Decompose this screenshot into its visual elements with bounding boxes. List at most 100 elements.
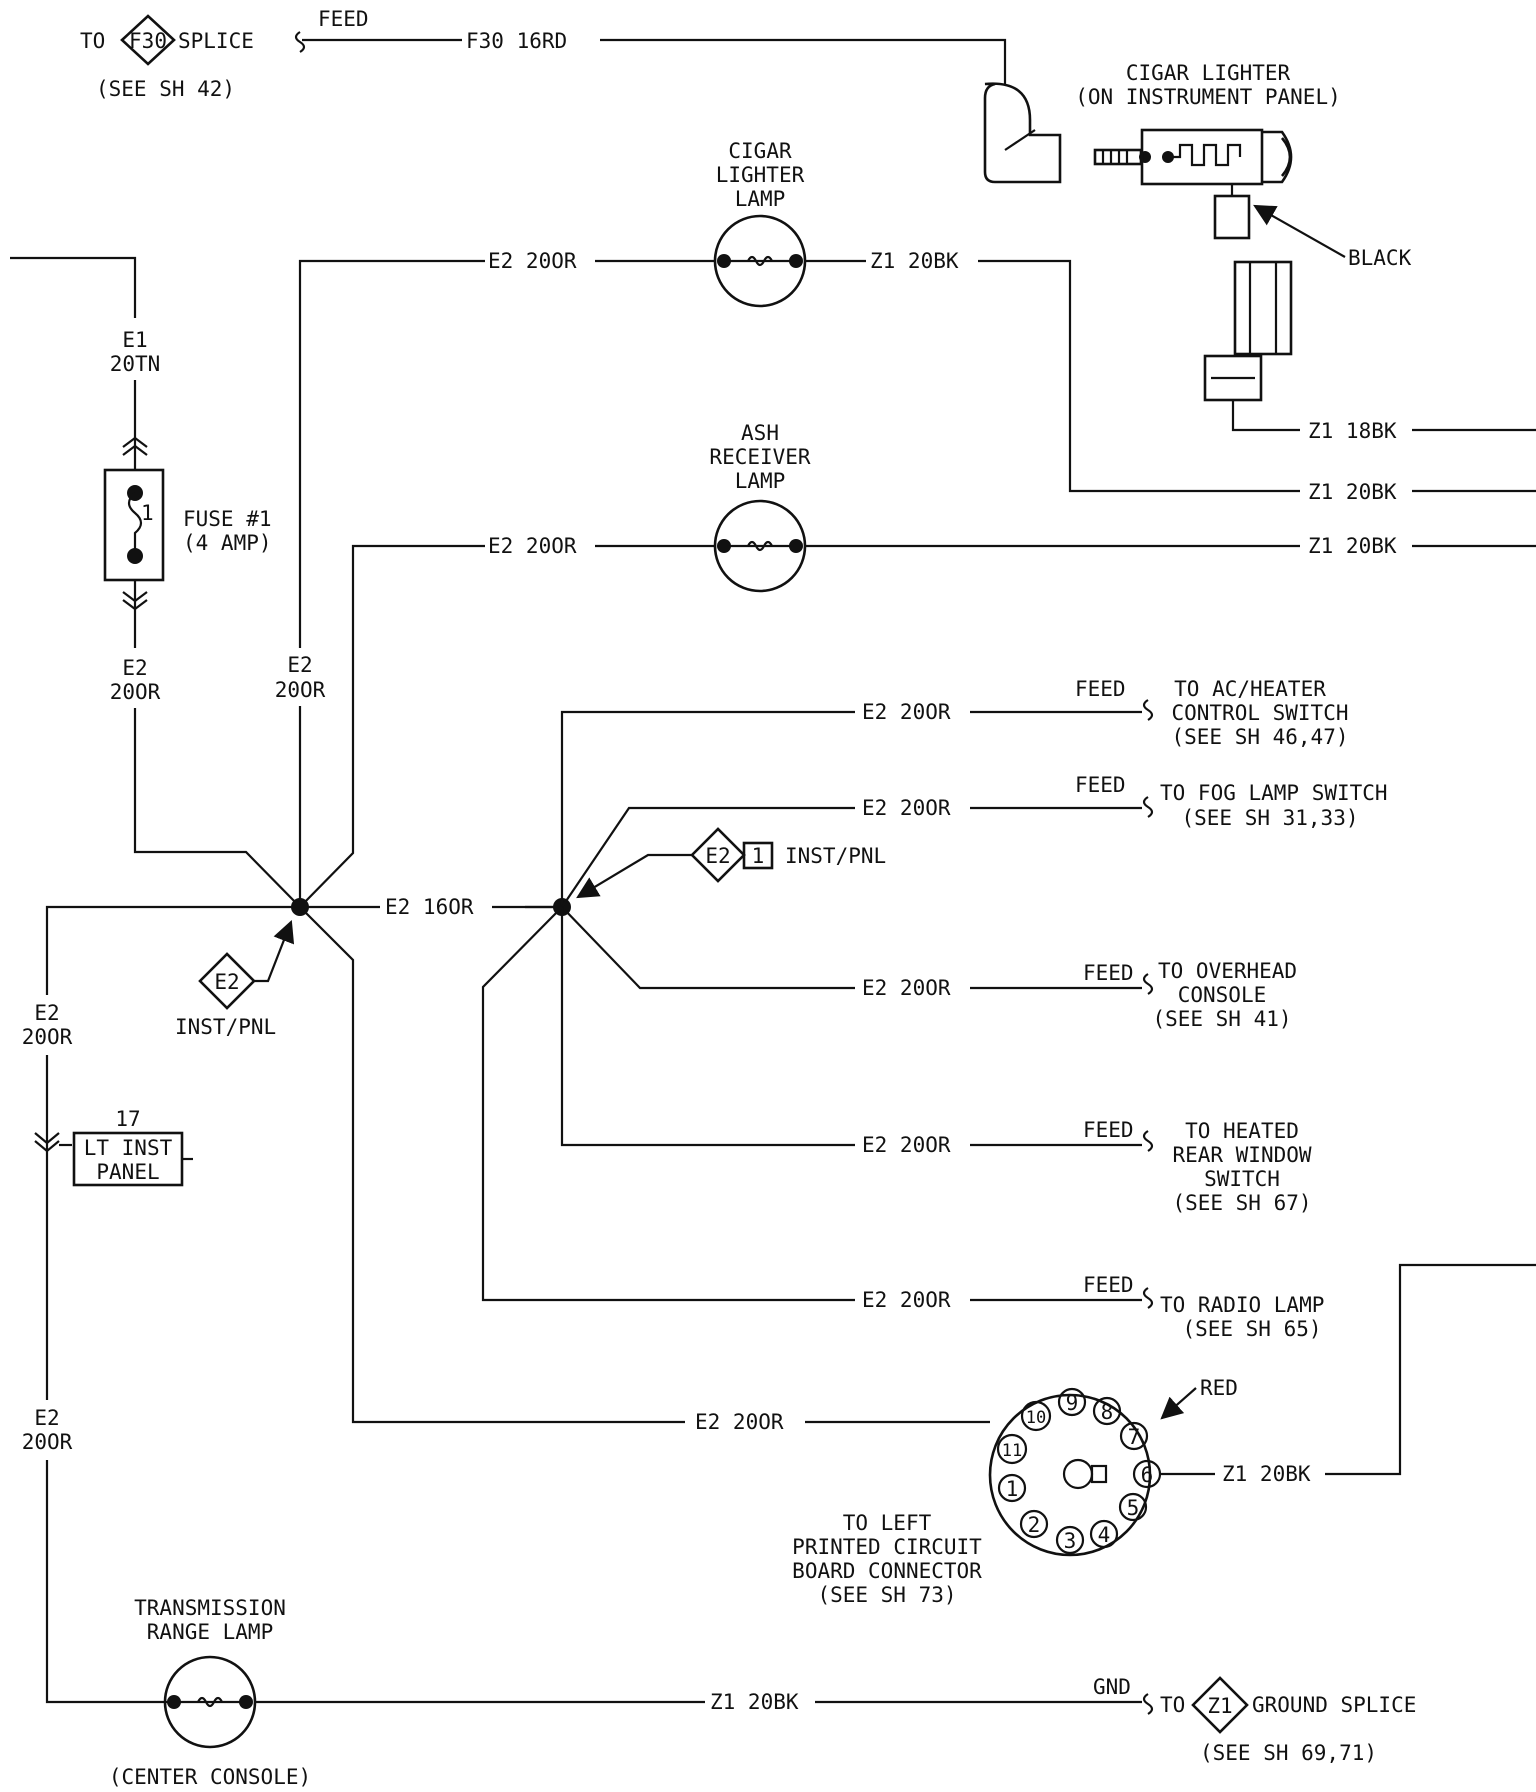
pcb-pin-11: 11 [1002, 1441, 1022, 1461]
trans-lamp-label-2: RANGE LAMP [147, 1620, 273, 1644]
pcb-label-3: BOARD CONNECTOR [792, 1559, 982, 1583]
branch-1-wire: E2 20OR [862, 700, 951, 724]
branch-3-wire: E2 20OR [862, 976, 951, 1000]
branch-5-dest-2: (SEE SH 65) [1182, 1317, 1321, 1341]
lighter-housing [1140, 128, 1264, 186]
trans-lamp-label-1: TRANSMISSION [134, 1596, 286, 1620]
pcb-label-1: TO LEFT [843, 1511, 932, 1535]
branch-2-dest-2: (SEE SH 31,33) [1181, 806, 1358, 830]
lighter-knob [1262, 130, 1293, 184]
pcb-pin-8: 8 [1101, 1400, 1114, 1424]
ash-lamp-label-2: RECEIVER [709, 445, 811, 469]
f30-splice-reference: TO F30 SPLICE (SEE SH 42) FEED F30 16RD [80, 7, 1007, 101]
lighter-terminal [1213, 194, 1251, 240]
pcb-wire-out: Z1 20BK [1222, 1462, 1311, 1486]
z1-ground-splice-symbol [1191, 1676, 1249, 1734]
wire-f30-16rd: F30 16RD [466, 29, 567, 53]
trans-lamp-wire-out: Z1 20BK [710, 1690, 799, 1714]
cigar-lamp-label-1: CIGAR [728, 139, 792, 163]
pcb-label-4: (SEE SH 73) [817, 1583, 956, 1607]
cigar-lighter-subtitle: (ON INSTRUMENT PANEL) [1075, 85, 1341, 109]
ground-splice-label: GROUND SPLICE [1252, 1693, 1416, 1717]
ash-lamp-label-1: ASH [741, 421, 779, 445]
wire-e1: E1 [122, 328, 147, 352]
connector-17-number: 17 [115, 1107, 140, 1131]
right-splice-pin: 1 [752, 844, 765, 868]
branch-4-feed: FEED [1083, 1118, 1134, 1142]
branch-3-feed: FEED [1083, 961, 1134, 985]
f30-splice-symbol [120, 14, 176, 66]
branch-2-wire: E2 20OR [862, 796, 951, 820]
lighter-plug-body [983, 82, 1062, 184]
ground-splice-reference: GND TO Z1 GROUND SPLICE (SEE SH 69,71) [1093, 1675, 1416, 1765]
pcb-pin-1: 1 [1006, 1477, 1019, 1501]
cigar-lamp-wire-out: Z1 20BK [870, 249, 959, 273]
ground-splice-ref: (SEE SH 69,71) [1200, 1741, 1377, 1765]
branch-3-dest-1: TO OVERHEAD [1158, 959, 1297, 983]
wire-20tn: 20TN [110, 352, 161, 376]
pcb-pin-7: 7 [1128, 1425, 1141, 1449]
left-splice-node [291, 898, 309, 916]
branch-2-dest-1: TO FOG LAMP SWITCH [1160, 781, 1388, 805]
fuse-rating: (4 AMP) [183, 531, 272, 555]
pcb-pin-5: 5 [1127, 1496, 1140, 1520]
branch-1-dest-3: (SEE SH 46,47) [1171, 725, 1348, 749]
pcb-pin-3: 3 [1064, 1529, 1077, 1553]
wire-z1-18bk: Z1 18BK [1308, 419, 1397, 443]
bottom-left-wire-1: E2 [34, 1406, 59, 1430]
mid-wire-1: E2 [287, 653, 312, 677]
ground-to-label: TO [1160, 1693, 1185, 1717]
branch-4-dest-4: (SEE SH 67) [1172, 1191, 1311, 1215]
feed-label: FEED [318, 7, 369, 31]
branch-1-dest-1: TO AC/HEATER [1174, 677, 1326, 701]
f30-ref: (SEE SH 42) [96, 77, 235, 101]
pcb-pins: 1 2 3 4 5 6 7 8 9 10 11 [996, 1387, 1162, 1555]
bottom-left-wire-2: 20OR [22, 1430, 73, 1454]
main-link-wire: E2 16OR [385, 895, 474, 919]
branch-1-dest-2: CONTROL SWITCH [1171, 701, 1348, 725]
branch-5-wire: E2 20OR [862, 1288, 951, 1312]
connector-17-label-1: LT INST [84, 1136, 173, 1160]
pcb-red-label: RED [1200, 1376, 1238, 1400]
left-wire-2: 20OR [22, 1025, 73, 1049]
left-splice-code: E2 [214, 970, 239, 994]
right-splice: E2 1 INST/PNL E2 20OR FEED TO AC/HEATER … [481, 677, 1388, 1341]
fuse-out-wire-1: E2 [122, 656, 147, 680]
cigar-lamp-label-2: LIGHTER [716, 163, 805, 187]
ash-lamp-wire-in: E2 20OR [488, 534, 577, 558]
branch-2-feed: FEED [1075, 773, 1126, 797]
branch-5-feed: FEED [1083, 1273, 1134, 1297]
branch-4-dest-1: TO HEATED [1185, 1119, 1299, 1143]
pcb-label-2: PRINTED CIRCUIT [792, 1535, 982, 1559]
pcb-pin-4: 4 [1098, 1523, 1111, 1547]
pcb-pin-2: 2 [1028, 1513, 1041, 1537]
pcb-connector-body [988, 1393, 1152, 1557]
pcb-pin-6: 6 [1141, 1463, 1154, 1487]
right-splice-code: E2 [705, 844, 730, 868]
splice-label: SPLICE [178, 29, 254, 53]
fuse-label: FUSE #1 [183, 507, 272, 531]
pcb-pin-10: 10 [1026, 1408, 1046, 1428]
cigar-lamp-wire-in: E2 20OR [488, 249, 577, 273]
branch-3-dest-2: CONSOLE [1178, 983, 1267, 1007]
connector-upper [1233, 260, 1293, 356]
fuse-circuit: E1 20TN 1 FUSE #1 (4 AMP) E2 20OR [10, 256, 301, 908]
fuse-pin: 1 [141, 501, 154, 525]
cigar-lamp-label-3: LAMP [735, 187, 786, 211]
feed-break-symbol [294, 31, 306, 53]
mid-wire-2: 20OR [275, 678, 326, 702]
left-splice-label: INST/PNL [175, 1015, 276, 1039]
branch-4-dest-3: SWITCH [1204, 1167, 1280, 1191]
transmission-range-lamp: TRANSMISSION RANGE LAMP (CENTER CONSOLE)… [109, 1596, 1142, 1789]
ash-lamp-label-3: LAMP [735, 469, 786, 493]
connector-17-label-2: PANEL [96, 1160, 159, 1184]
black-label: BLACK [1348, 246, 1412, 270]
trans-lamp-location: (CENTER CONSOLE) [109, 1765, 311, 1789]
ground-splice-code: Z1 [1207, 1694, 1232, 1718]
left-splice: E2 20OR E2 INST/PNL E2 16OR [45, 259, 685, 1424]
f30-splice-code: F30 [129, 29, 167, 53]
cigar-lighter-lamp: CIGAR LIGHTER LAMP E2 20OR Z1 20BK Z1 20… [488, 139, 1536, 504]
left-wire-1: E2 [34, 1001, 59, 1025]
branch-5-dest-1: TO RADIO LAMP [1160, 1293, 1324, 1317]
